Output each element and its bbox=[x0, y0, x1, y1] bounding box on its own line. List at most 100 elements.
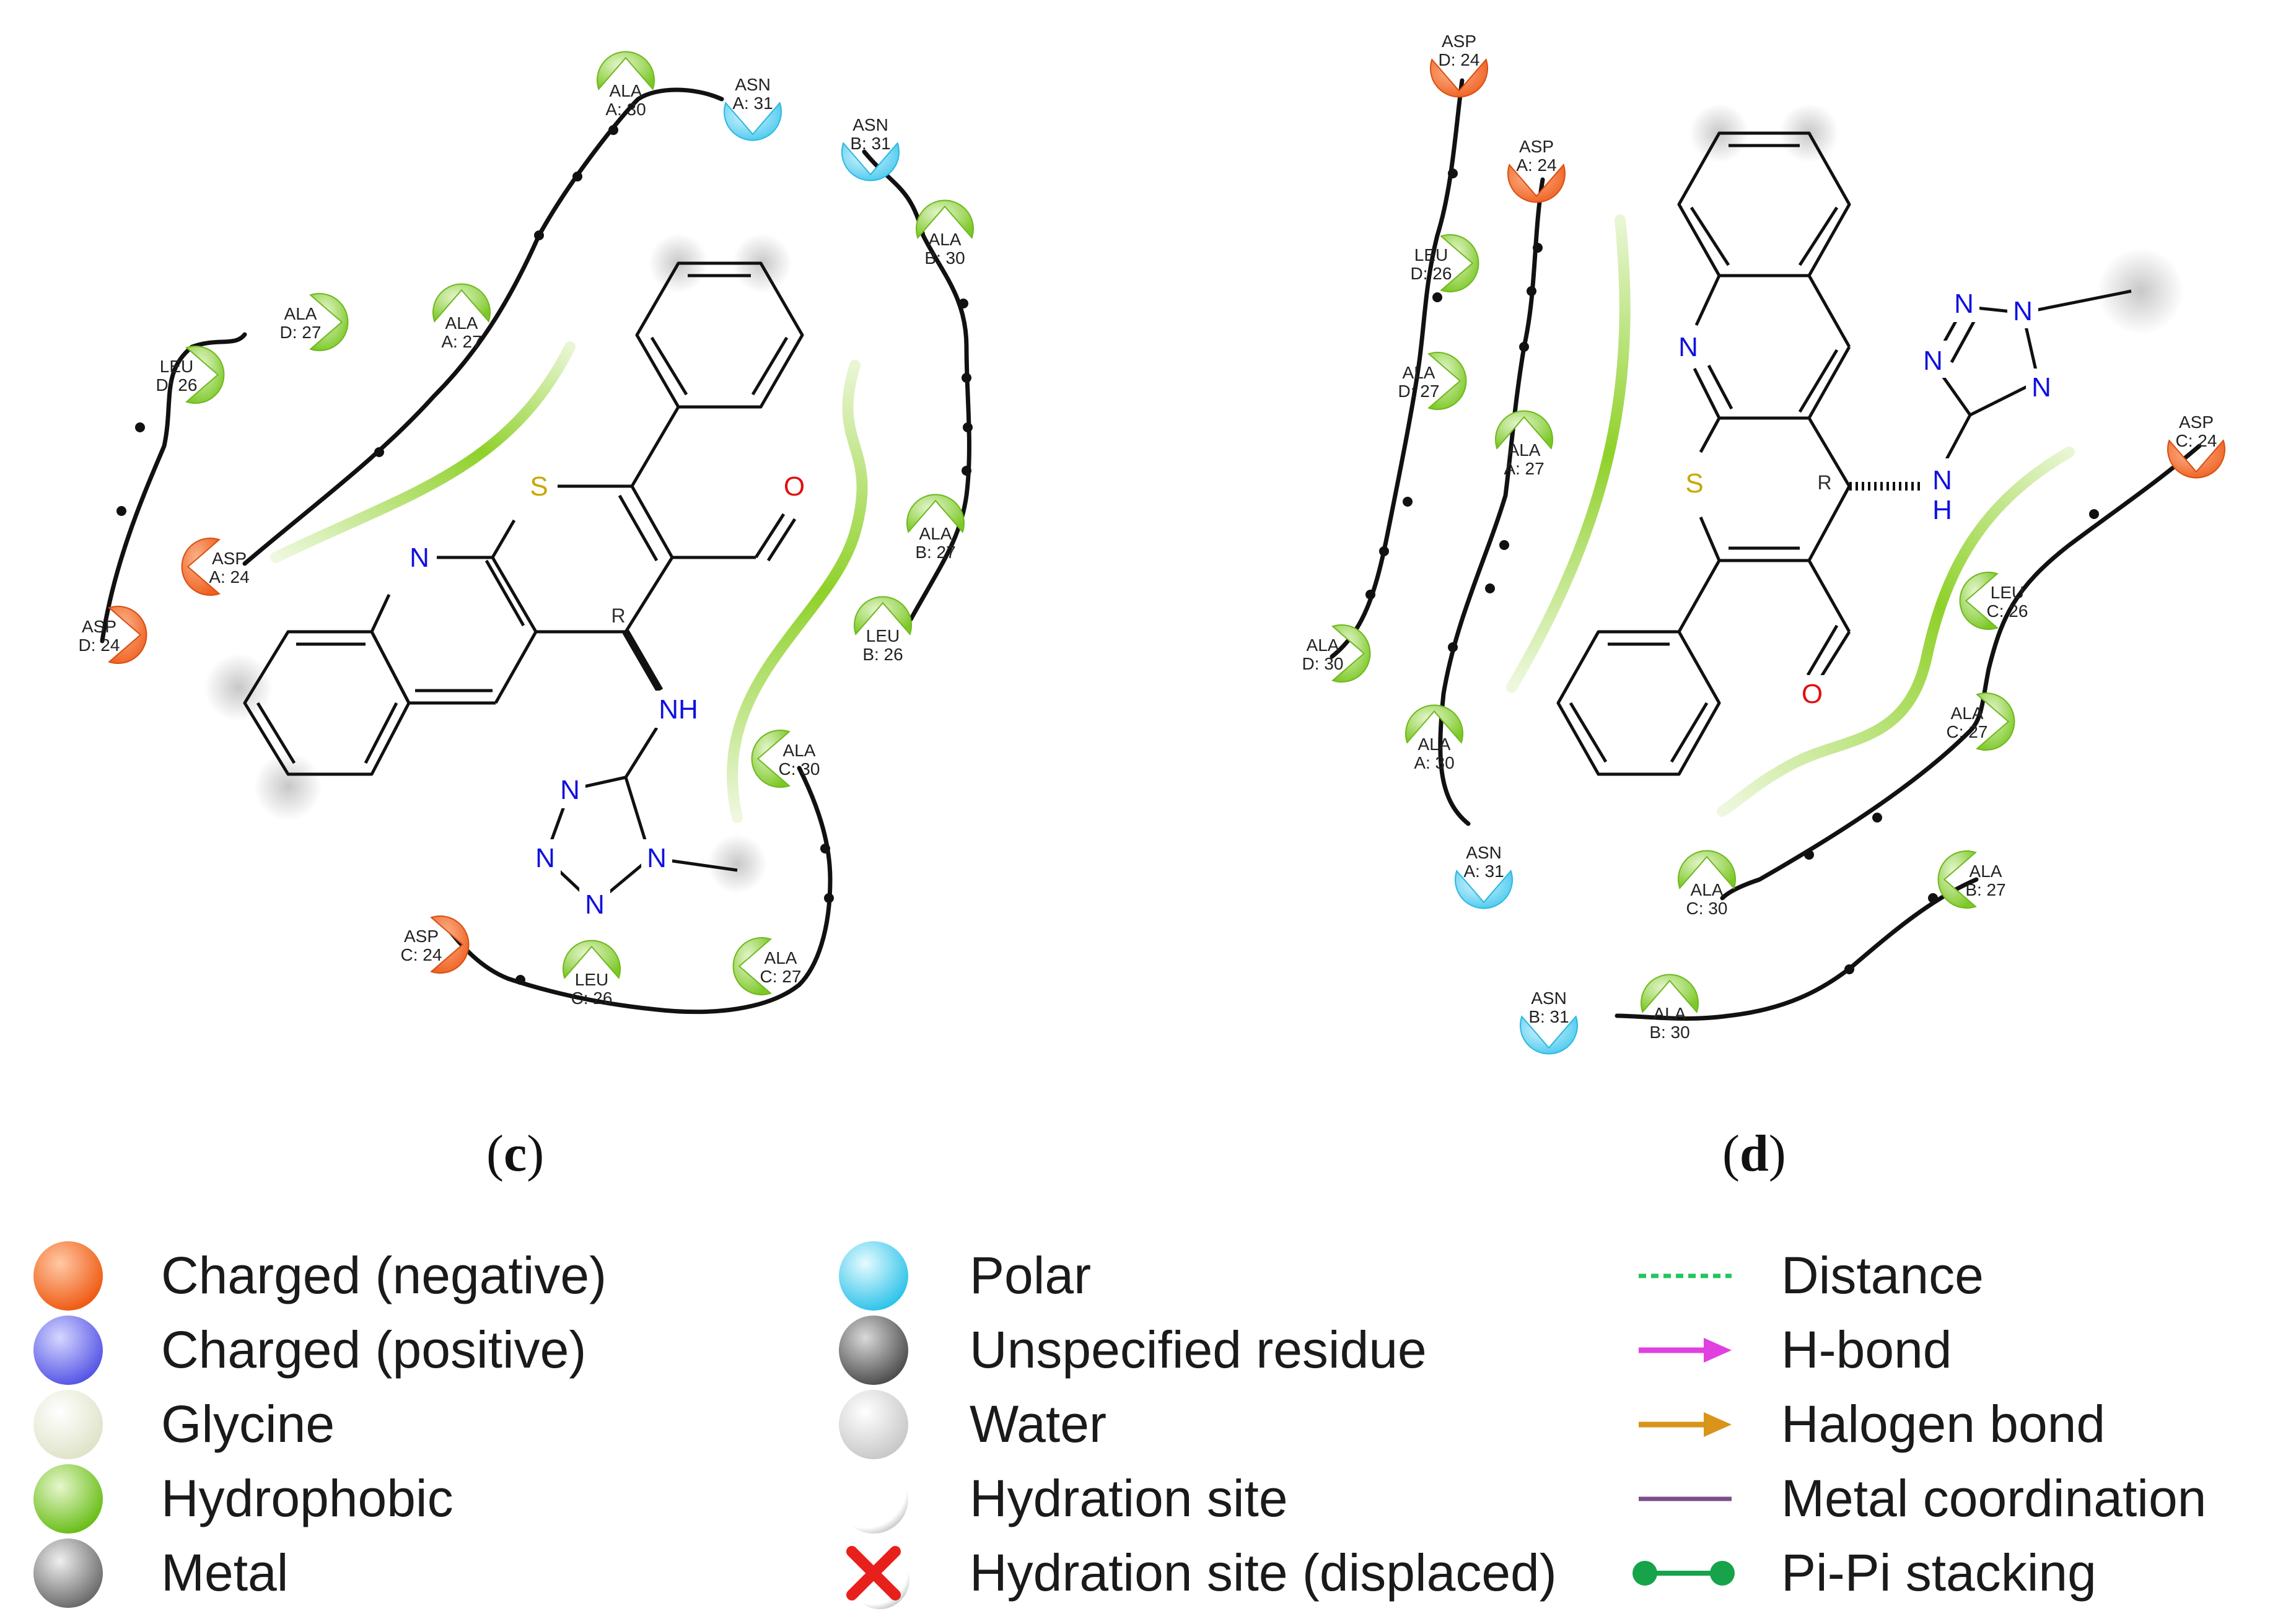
residue-chain: C: 27 bbox=[760, 967, 802, 986]
legend-label: Halogen bond bbox=[1781, 1395, 2105, 1453]
legend-label: Distance bbox=[1781, 1246, 1984, 1304]
residue-name: LEU bbox=[160, 357, 193, 376]
ring-nitrogen-atom: N bbox=[410, 543, 429, 573]
tetrazole-nitrogen: N bbox=[1954, 289, 1974, 319]
pocket-contour bbox=[270, 341, 576, 563]
residue-name: ASN bbox=[1466, 843, 1502, 862]
residue-name: ALA bbox=[610, 81, 642, 100]
legend-label: Charged (positive) bbox=[161, 1321, 586, 1379]
legend-label: Unspecified residue bbox=[970, 1321, 1427, 1379]
orange-arrow-icon bbox=[1639, 1412, 1732, 1437]
blue-sphere-icon bbox=[33, 1316, 103, 1385]
backbone-beads bbox=[116, 125, 973, 985]
residue-shape bbox=[1976, 692, 2015, 751]
residue-shape bbox=[1959, 572, 1999, 630]
residue-chain: C: 26 bbox=[571, 989, 613, 1008]
residue-name: ASP bbox=[404, 927, 439, 946]
residue-chain: D: 24 bbox=[79, 635, 120, 655]
residue-name: ALA bbox=[929, 230, 962, 249]
residue-name: LEU bbox=[575, 970, 608, 989]
solvent-exposure-halos bbox=[204, 234, 792, 894]
tetrazole-nitrogen: N bbox=[535, 843, 555, 873]
residue-chain: C: 27 bbox=[1947, 722, 1988, 741]
residue-shape bbox=[1430, 58, 1488, 98]
legend-item-water: Water bbox=[839, 1390, 1106, 1459]
legend-item-distance: Distance bbox=[1639, 1246, 1984, 1304]
ring-nitrogen-atom: N bbox=[1678, 332, 1698, 362]
residue-shape bbox=[185, 346, 225, 404]
pocket-contour bbox=[727, 360, 868, 823]
residue-chain: A: 30 bbox=[605, 100, 646, 119]
residue-name: LEU bbox=[866, 626, 900, 645]
legend-label: Glycine bbox=[161, 1395, 335, 1453]
oxygen-atom: O bbox=[1802, 679, 1823, 709]
residue-shape bbox=[563, 940, 621, 979]
residue-name: ALA bbox=[1654, 1004, 1686, 1023]
sulfur-atom: S bbox=[530, 471, 548, 502]
red-x-icon bbox=[846, 1546, 901, 1600]
residue-name: ASP bbox=[1519, 137, 1554, 156]
backbone-chains bbox=[100, 87, 971, 1015]
residue-chain: B: 27 bbox=[1965, 880, 2005, 899]
oxygen-atom: O bbox=[784, 471, 805, 502]
residue-chain: D: 26 bbox=[156, 375, 198, 395]
legend-label: Metal coordination bbox=[1781, 1469, 2206, 1527]
amine-hydrogen-atom: H bbox=[1932, 495, 1952, 525]
residue-chain: A: 30 bbox=[1414, 753, 1454, 772]
legend-item-glycine: Glycine bbox=[33, 1390, 335, 1459]
residue-shape bbox=[751, 730, 791, 788]
white-sphere-icon bbox=[839, 1464, 908, 1534]
residue-name: ALA bbox=[1970, 862, 2002, 881]
legend-item-halogen-bond: Halogen bond bbox=[1639, 1395, 2105, 1453]
magenta-arrow-icon bbox=[1639, 1338, 1732, 1363]
legend-item-pi-pi-stacking: Pi-Pi stacking bbox=[1632, 1543, 2097, 1602]
residue-chain: D: 27 bbox=[1398, 382, 1440, 401]
legend-item-charged-positive: Charged (positive) bbox=[33, 1316, 586, 1385]
residue-name: ASP bbox=[1442, 32, 1476, 51]
residue-shape bbox=[1427, 352, 1467, 410]
residue-shape bbox=[1937, 850, 1977, 909]
residue-name: ALA bbox=[1951, 704, 1984, 723]
residue-chain: B: 30 bbox=[1649, 1023, 1689, 1042]
residue-name: ALA bbox=[765, 948, 797, 967]
residue-chain: B: 31 bbox=[1528, 1007, 1569, 1026]
residue-shape bbox=[916, 199, 974, 239]
green-sphere-icon bbox=[33, 1464, 103, 1534]
legend-label: H-bond bbox=[1781, 1321, 1952, 1379]
residue-name: ASP bbox=[212, 549, 247, 568]
residue-chain: C: 24 bbox=[401, 945, 442, 964]
stereo-center-label: R bbox=[1817, 471, 1831, 494]
legend-column-interactions: Distance H-bond Halogen bond Metal coord… bbox=[1632, 1246, 2206, 1602]
legend-item-charged-negative: Charged (negative) bbox=[33, 1241, 607, 1311]
residue-name: ASN bbox=[735, 75, 771, 94]
residue-shape bbox=[432, 283, 491, 323]
legend-label: Hydrophobic bbox=[161, 1469, 454, 1527]
residue-chain: A: 31 bbox=[1463, 862, 1504, 881]
residue-chain: C: 30 bbox=[1686, 899, 1728, 918]
legend-item-unspecified-residue: Unspecified residue bbox=[839, 1316, 1427, 1385]
gray-sphere-icon bbox=[33, 1539, 103, 1608]
cream-sphere-icon bbox=[33, 1390, 103, 1459]
cyan-sphere-icon bbox=[839, 1241, 908, 1311]
residue-chain: B: 30 bbox=[924, 248, 965, 268]
residue-shape bbox=[1331, 624, 1371, 683]
residue-shape bbox=[841, 142, 900, 181]
